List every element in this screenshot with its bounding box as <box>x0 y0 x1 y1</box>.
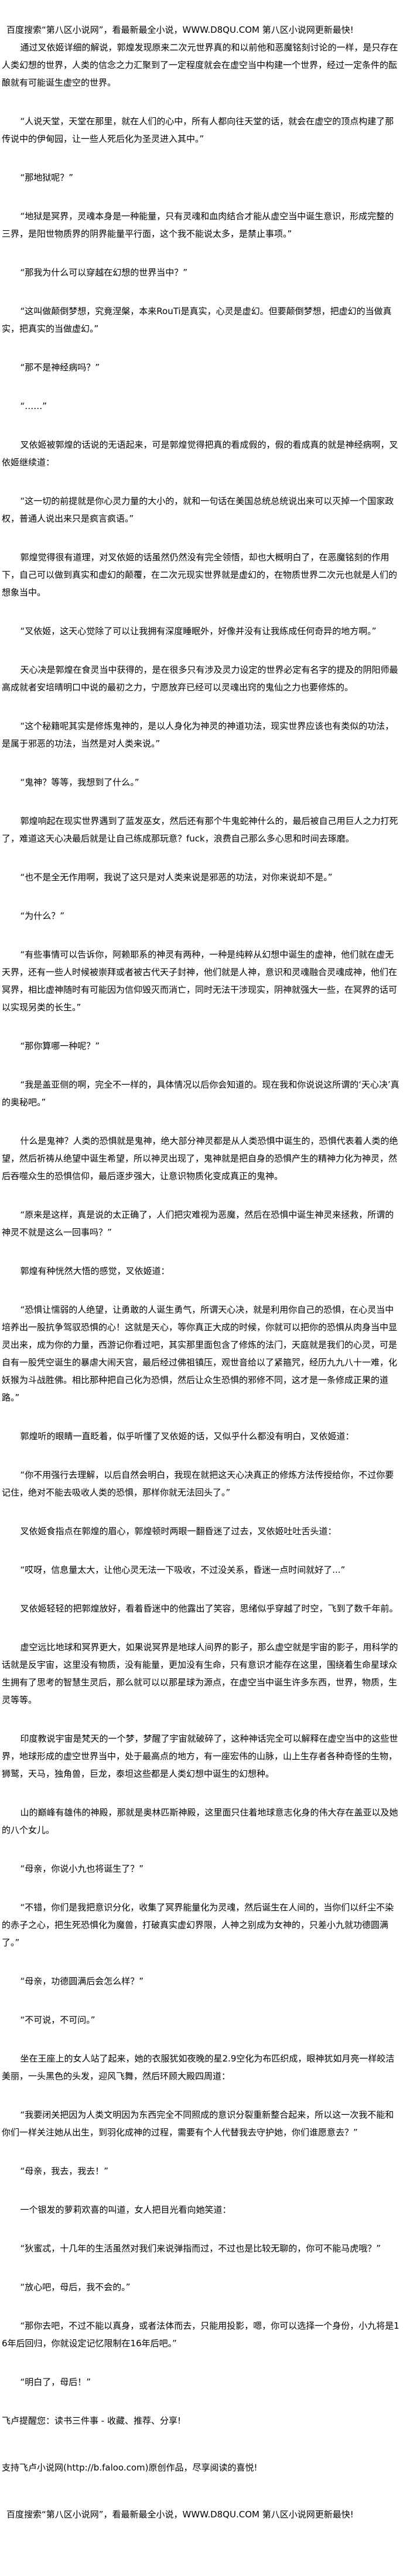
paragraph: 叉依姬轻轻的把郭煌放好，看着昏迷中的他露出了笑容，思绪似乎穿越了时空，飞到了数千… <box>20 1603 398 1614</box>
paragraph: “地狱是冥界，灵魂本身是一种能量，只有灵魂和血肉结合才能从虚空当中诞生意识，形成… <box>2 211 394 239</box>
header-banner: 百度搜索“第八区小说网”，看最新最全小说，WWW.D8QU.COM 第八区小说网… <box>6 25 354 35</box>
footer-support-link[interactable]: 支持飞卢小说网(http://b.faloo.com)原创作品，尽享阅读的喜悦! <box>2 2462 258 2473</box>
paragraph: 郭煌听的眼睛一直眨着，似乎听懂了叉依姬的话，又似乎什么都没有明白，叉依姬道： <box>20 1431 354 1442</box>
paragraph: “这个秘籍呢其实是修炼鬼神的，是以人身化为神灵的神道功法，现实世界应该也有类似的… <box>2 721 394 749</box>
paragraph: 虚空远比地球和冥界更大，如果说冥界是地球人间界的影子，那么虚空就是宇宙的影子，用… <box>2 1642 398 1705</box>
paragraph: “鬼神？等等，我想到了什么。” <box>20 777 139 788</box>
paragraph: “母亲，我去，我去！” <box>20 2166 109 2176</box>
paragraph: 郭煌觉得很有道理，对叉依姬的话虽然仍然没有完全领悟，却也大概明白了，在恶魔铭刻的… <box>2 552 398 598</box>
paragraph: “原来是这样，真是说的太正确了，人们把灾难视为恶魔，然后在恐惧中诞生神灵来拯救，… <box>2 1209 394 1238</box>
footer-reminder: 飞卢提醒您：读书三件事 - 收藏、推荐、分享! <box>2 2415 181 2426</box>
paragraph: “狄蜜忒，十几年的生活虽然对我们来说弹指而过，不过也是比较无聊的，你可不能马虎哦… <box>20 2243 381 2254</box>
footer-banner: 百度搜索“第八区小说网”，看最新最全小说，WWW.D8QU.COM 第八区小说网… <box>6 2509 354 2520</box>
paragraph: “为什么？” <box>20 911 65 921</box>
paragraph: 坐在王座上的女人站了起来，她的衣服犹如夜晚的星2.9空化为布匹织成，眼神犹如月亮… <box>2 2053 395 2081</box>
paragraph: “这一切的前提就是你心灵力量的大小的，就和一句话在美国总统总统说出来可以灭掉一个… <box>2 496 394 524</box>
paragraph: 郭煌响起在现实世界遇到了蓝发巫女，然后还有那个牛鬼蛇神什么的，最后被自己用巨人之… <box>2 816 398 844</box>
paragraph: “你不用强行去理解，以后自然会明白，我现在就把这天心决真正的修炼方法传授给你，不… <box>2 1470 394 1498</box>
paragraph: 叉依姬食指点在郭煌的眉心，郭煌顿时两眼一翻昏迷了过去，叉依姬吐吐舌头道： <box>20 1526 337 1536</box>
paragraph: “叉依姬，这天心觉除了可以让我拥有深度睡眠外，好像并没有让我练成任何奇异的地方啊… <box>20 626 377 636</box>
paragraph: 山的巅峰有雄伟的神殿，那就是奥林匹斯神殿，这里面只住着地球意志化身的伟大存在盖亚… <box>2 1807 398 1835</box>
paragraph: “那不是神经病吗？” <box>20 362 100 373</box>
paragraph: 印度教说宇宙是梵天的一个梦，梦醒了宇宙就破碎了，这种神话完全可以解释在虚空当中的… <box>2 1733 398 1779</box>
paragraph: “那地狱呢？” <box>20 172 74 183</box>
paragraph: “明白了，母后！” <box>20 2377 91 2387</box>
footer: 飞卢提醒您：读书三件事 - 收藏、推荐、分享! 支持飞卢小说网(http://b… <box>2 2412 401 2523</box>
paragraph: “哎呀，信息量太大，让他心灵无法一下吸收，不过没关系，昏迷一点时间就好了...” <box>20 1565 346 1575</box>
paragraph: “……” <box>20 401 47 411</box>
paragraph: “我是盖亚侧的啊，完全不一样的，具体情况以后你会知道的。现在我和你说说这所谓的‘… <box>2 1079 399 1108</box>
paragraph: “人说天堂，天堂在那里，就在人们的心中，所有人都向往天堂的话，就会在虚空的顶点构… <box>2 116 394 144</box>
paragraph: “那你去吧，不过不能以真身，或者法体而去，只能用投影，嗯，你可以选择一个身份，小… <box>2 2321 399 2349</box>
paragraph: “那我为什么可以穿越在幻想的世界当中？” <box>20 267 188 278</box>
paragraph: “这叫做颠倒梦想，究竟涅槃，本来RouTi是真实，心灵是虚幻。但要颠倒梦想，把虚… <box>2 306 392 334</box>
chapter-body: 通过叉依姬详细的解说，郭煌发现原来二次元世界真的和以前他和恶魔铭刻讨论的一样，是… <box>2 39 401 2391</box>
paragraph: 什么是鬼神？人类的恐惧就是鬼神，绝大部分神灵都是从人类恐惧中诞生的，恐惧代表着人… <box>2 1136 398 1181</box>
paragraph: “那你算哪一种呢？” <box>20 1041 100 1051</box>
paragraph: 一个银发的萝莉欢喜的叫道，女人把目光看向她笑道： <box>20 2204 231 2215</box>
paragraph: “恐惧让懦弱的人绝望，让勇敢的人诞生勇气，所谓天心决，就是利用你自己的恐惧，在心… <box>2 1304 398 1403</box>
paragraph: “也不是全无作用啊，我说了这只是对人类来说是邪恶的功法，对你来说却不是。” <box>20 872 333 882</box>
paragraph: “我要闭关把因为人类文明因为东西完全不同照成的意识分裂重新整合起来，所以这一次我… <box>2 2110 394 2138</box>
paragraph: “母亲，你说小九也将诞生了？” <box>20 1863 144 1874</box>
paragraph: “不可说，不可问。” <box>20 2015 95 2025</box>
paragraph: 郭煌有种恍然大悟的感觉，叉依姬道： <box>20 1266 170 1276</box>
paragraph: “不错，你们是我把意识分化，收集了冥界能量化为灵魂，然后诞生在人间的，当你们以纤… <box>2 1902 394 1948</box>
paragraph: 天心决是郭煌在食灵当中获得的，是在很多只有涉及灵力设定的世界必定有名字的提及的阴… <box>2 665 398 693</box>
paragraph: “母亲，功德圆满后会怎么样？” <box>20 1976 144 1986</box>
paragraph: “有些事情可以告诉你，阿赖耶系的神灵有两种，一种是纯粹从幻想中诞生的虚神，他们就… <box>2 949 398 1013</box>
paragraph: 通过叉依姬详细的解说，郭煌发现原来二次元世界真的和以前他和恶魔铭刻讨论的一样，是… <box>2 42 398 88</box>
paragraph: “放心吧，母后，我不会的。” <box>20 2282 131 2292</box>
paragraph: 叉依姬被郭煌的话说的无语起来，可是郭煌觉得把真的看成假的，假的看成真的就是神经病… <box>2 439 398 468</box>
